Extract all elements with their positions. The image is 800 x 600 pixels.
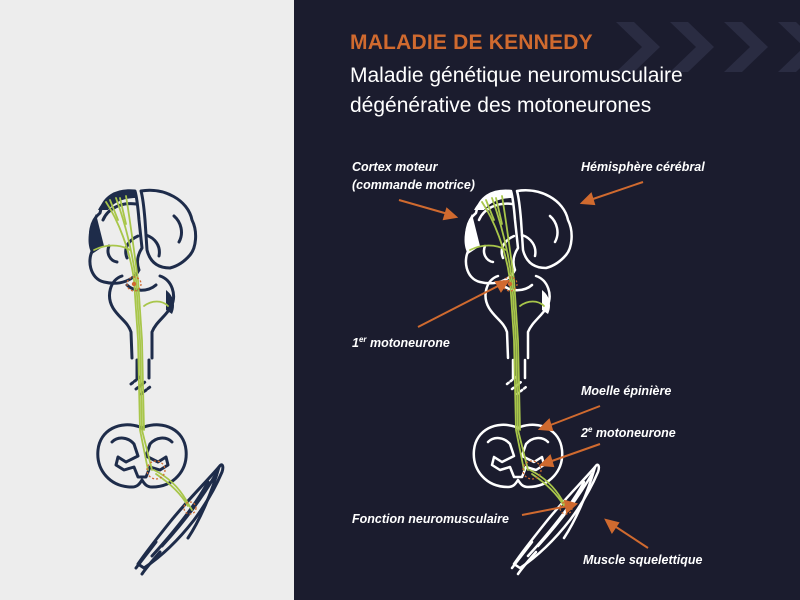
label-neuromuscular-function: Fonction neuromusculaire bbox=[352, 512, 509, 526]
left-panel bbox=[0, 0, 294, 600]
label-hemisphere: Hémisphère cérébral bbox=[581, 160, 705, 174]
label-spinal-cord: Moelle épinière bbox=[581, 384, 672, 398]
chevron-decoration-icon bbox=[616, 22, 800, 72]
annotation-arrows bbox=[398, 181, 649, 549]
subtitle-line-2: dégénérative des motoneurones bbox=[350, 94, 652, 117]
label-cortex-moteur: Cortex moteur (commande motrice) bbox=[352, 160, 475, 192]
page-title: MALADIE DE KENNEDY bbox=[350, 31, 593, 54]
diagram-right bbox=[464, 189, 601, 576]
diagram-left bbox=[88, 188, 225, 576]
label-second-motoneuron: 2e motoneurone bbox=[581, 425, 676, 441]
label-first-motoneuron: 1er motoneurone bbox=[352, 335, 450, 351]
subtitle-line-1: Maladie génétique neuromusculaire bbox=[350, 64, 683, 87]
label-skeletal-muscle: Muscle squelettique bbox=[583, 553, 703, 567]
page-subtitle: Maladie génétique neuromusculaire dégéné… bbox=[350, 61, 790, 121]
